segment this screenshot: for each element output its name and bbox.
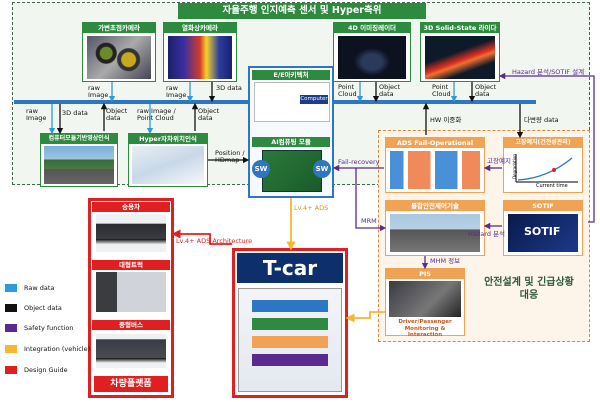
degradation-x-label: Current time	[536, 183, 568, 189]
fail-op-diagram	[390, 151, 480, 189]
arrow-label-position-hdmap: Position / HDmap	[215, 149, 245, 165]
degradation-box: 고장예지(건전성관리) Degradation Current time	[503, 137, 583, 193]
thermal-camera-label: 열화상카메라	[164, 23, 236, 33]
road-image	[44, 146, 114, 184]
arrow-label-lv4-arch: Lv.4+ ADS Architecture	[176, 237, 253, 245]
arrow-label-raw-image-3: raw Image	[26, 107, 47, 123]
integrated-safety-label: 통합안전제어기술	[386, 201, 484, 211]
lidar-box: 3D Solid-State 라이다	[420, 22, 500, 82]
arrow-label-mrm: MRM	[361, 217, 377, 225]
tcar-block-1	[252, 300, 328, 312]
legend-swatch-safety	[5, 324, 17, 332]
imaging-radar-label: 4D 이미징레이더	[334, 23, 410, 33]
camera-lens-image	[87, 36, 151, 79]
arrow-label-raw-image-4: raw Image	[137, 107, 172, 115]
integrated-safety-box: 통합안전제어기술	[385, 200, 485, 256]
arrow-label-fail-recovery: Fail-recovery	[338, 158, 380, 166]
thermal-camera-box: 열화상카메라	[163, 22, 237, 82]
visible-camera-label: 가변초점카메라	[83, 23, 155, 33]
visible-camera-box: 가변초점카메라	[82, 22, 156, 82]
camera-module-label: 컴퓨터모듈기반영상인식	[41, 134, 117, 144]
arrow-label-raw-image-point-cloud: raw Image / Point Cloud	[137, 107, 193, 123]
safety-road-image	[390, 214, 480, 252]
platform-title: 차량플랫폼	[94, 376, 168, 392]
arrow-label-object-data-1: Object data	[379, 83, 401, 99]
arrow-label-multi-data: 다변량 data	[524, 116, 559, 124]
tcar-block-2	[252, 318, 328, 330]
camera-module-box: 컴퓨터모듈기반영상인식	[40, 133, 118, 187]
pis-caption: Driver/Passenger Monitoring & Interactio…	[398, 319, 452, 339]
legend-label-raw: Raw data	[24, 284, 55, 292]
legend-label-object: Object data	[24, 304, 62, 312]
arrow-label-object-data-2: Object data	[475, 83, 497, 99]
arrow-label-point-cloud-1: Point Cloud	[338, 83, 357, 99]
sotif-banner-text: SOTIF	[524, 225, 561, 238]
arrow-label-3d-data-1: 3D data	[216, 84, 242, 92]
legend-swatch-design	[5, 366, 17, 374]
radar-image	[338, 36, 406, 79]
ee-car-image	[254, 82, 330, 122]
legend-swatch-object	[5, 304, 17, 312]
arrow-label-3d-data-2: 3D data	[62, 109, 88, 117]
ads-fail-op-box: ADS Fail-Operational	[385, 137, 485, 193]
ee-architecture-label: E/E아키텍처	[252, 70, 330, 80]
thermal-image	[168, 36, 232, 79]
hyper-positioning-box: Hyper자차위치인식	[128, 133, 208, 187]
sw-left-circle: SW	[252, 160, 270, 178]
tcar-block-3	[252, 336, 328, 348]
legend-label-integration: Integration (vehicle)	[24, 345, 91, 353]
imaging-radar-box: 4D 이미징레이더	[333, 22, 411, 82]
legend-label-design: Design Guide	[24, 366, 68, 374]
legend-label-safety: Safety function	[24, 324, 74, 332]
arrow-label-hw-redundancy: HW 이중화	[430, 116, 462, 124]
header-title: 자율주행 인지예측 센서 및 Hyper측위	[178, 3, 426, 19]
legend-swatch-integration	[5, 345, 17, 353]
ai-board-image	[262, 150, 322, 192]
hd-map-image	[132, 146, 204, 184]
arrow-label-object-data-4: Object data	[198, 107, 220, 123]
degradation-label: 고장예지(건전성관리)	[504, 138, 582, 148]
sotif-box: SOTIF SOTIF	[503, 200, 583, 256]
arrow-label-object-data-3: Object data	[106, 107, 128, 123]
arrow-label-point-cloud-2: Point Cloud	[432, 83, 451, 99]
arrow-label-hazard-sotif: Hazard 분석/SOTIF 설계	[512, 68, 585, 76]
lidar-image	[425, 36, 495, 79]
sotif-label: SOTIF	[504, 201, 582, 211]
arrow-label-raw-image-2: raw Image	[166, 84, 187, 100]
bus-image	[96, 334, 166, 368]
hyper-positioning-label: Hyper자차위치인식	[129, 134, 207, 144]
arrow-label-mhm-info: MHM 정보	[430, 257, 461, 265]
truck-image	[96, 272, 166, 312]
sotif-banner	[508, 214, 578, 252]
sedan-label: 승용차	[92, 202, 170, 212]
lidar-label: 3D Solid-State 라이다	[421, 23, 499, 33]
ads-fail-op-label: ADS Fail-Operational	[386, 138, 484, 148]
arrow-label-hazard-analysis: Hazard 분석	[468, 230, 505, 238]
degradation-chart	[515, 154, 578, 183]
legend-swatch-raw	[5, 284, 17, 292]
arrow-label-lv4-ads: Lv.4+ ADS	[294, 204, 329, 212]
arrow-label-point-cloud-3: / Point Cloud	[137, 107, 176, 123]
arrow-label-fault-prediction: 고장예지	[487, 157, 511, 165]
safety-section-title: 안전설계 및 긴급상황 대응	[484, 277, 574, 301]
pis-image	[389, 281, 461, 317]
bus-label: 중형버스	[92, 320, 170, 330]
tcar-block-4	[252, 354, 328, 366]
arrow-label-raw-image-1: raw Image	[88, 84, 109, 100]
truck-label: 대형트럭	[92, 260, 170, 270]
sw-right-circle: SW	[313, 160, 331, 178]
ai-computing-label: AI컴퓨팅 모듈	[252, 137, 330, 147]
tcar-title: T-car	[237, 253, 343, 283]
computer-chip: Computer	[300, 95, 328, 104]
sedan-image	[96, 214, 166, 252]
pis-box: PIS Driver/Passenger Monitoring & Intera…	[385, 268, 465, 339]
pis-label: PIS	[386, 269, 464, 279]
